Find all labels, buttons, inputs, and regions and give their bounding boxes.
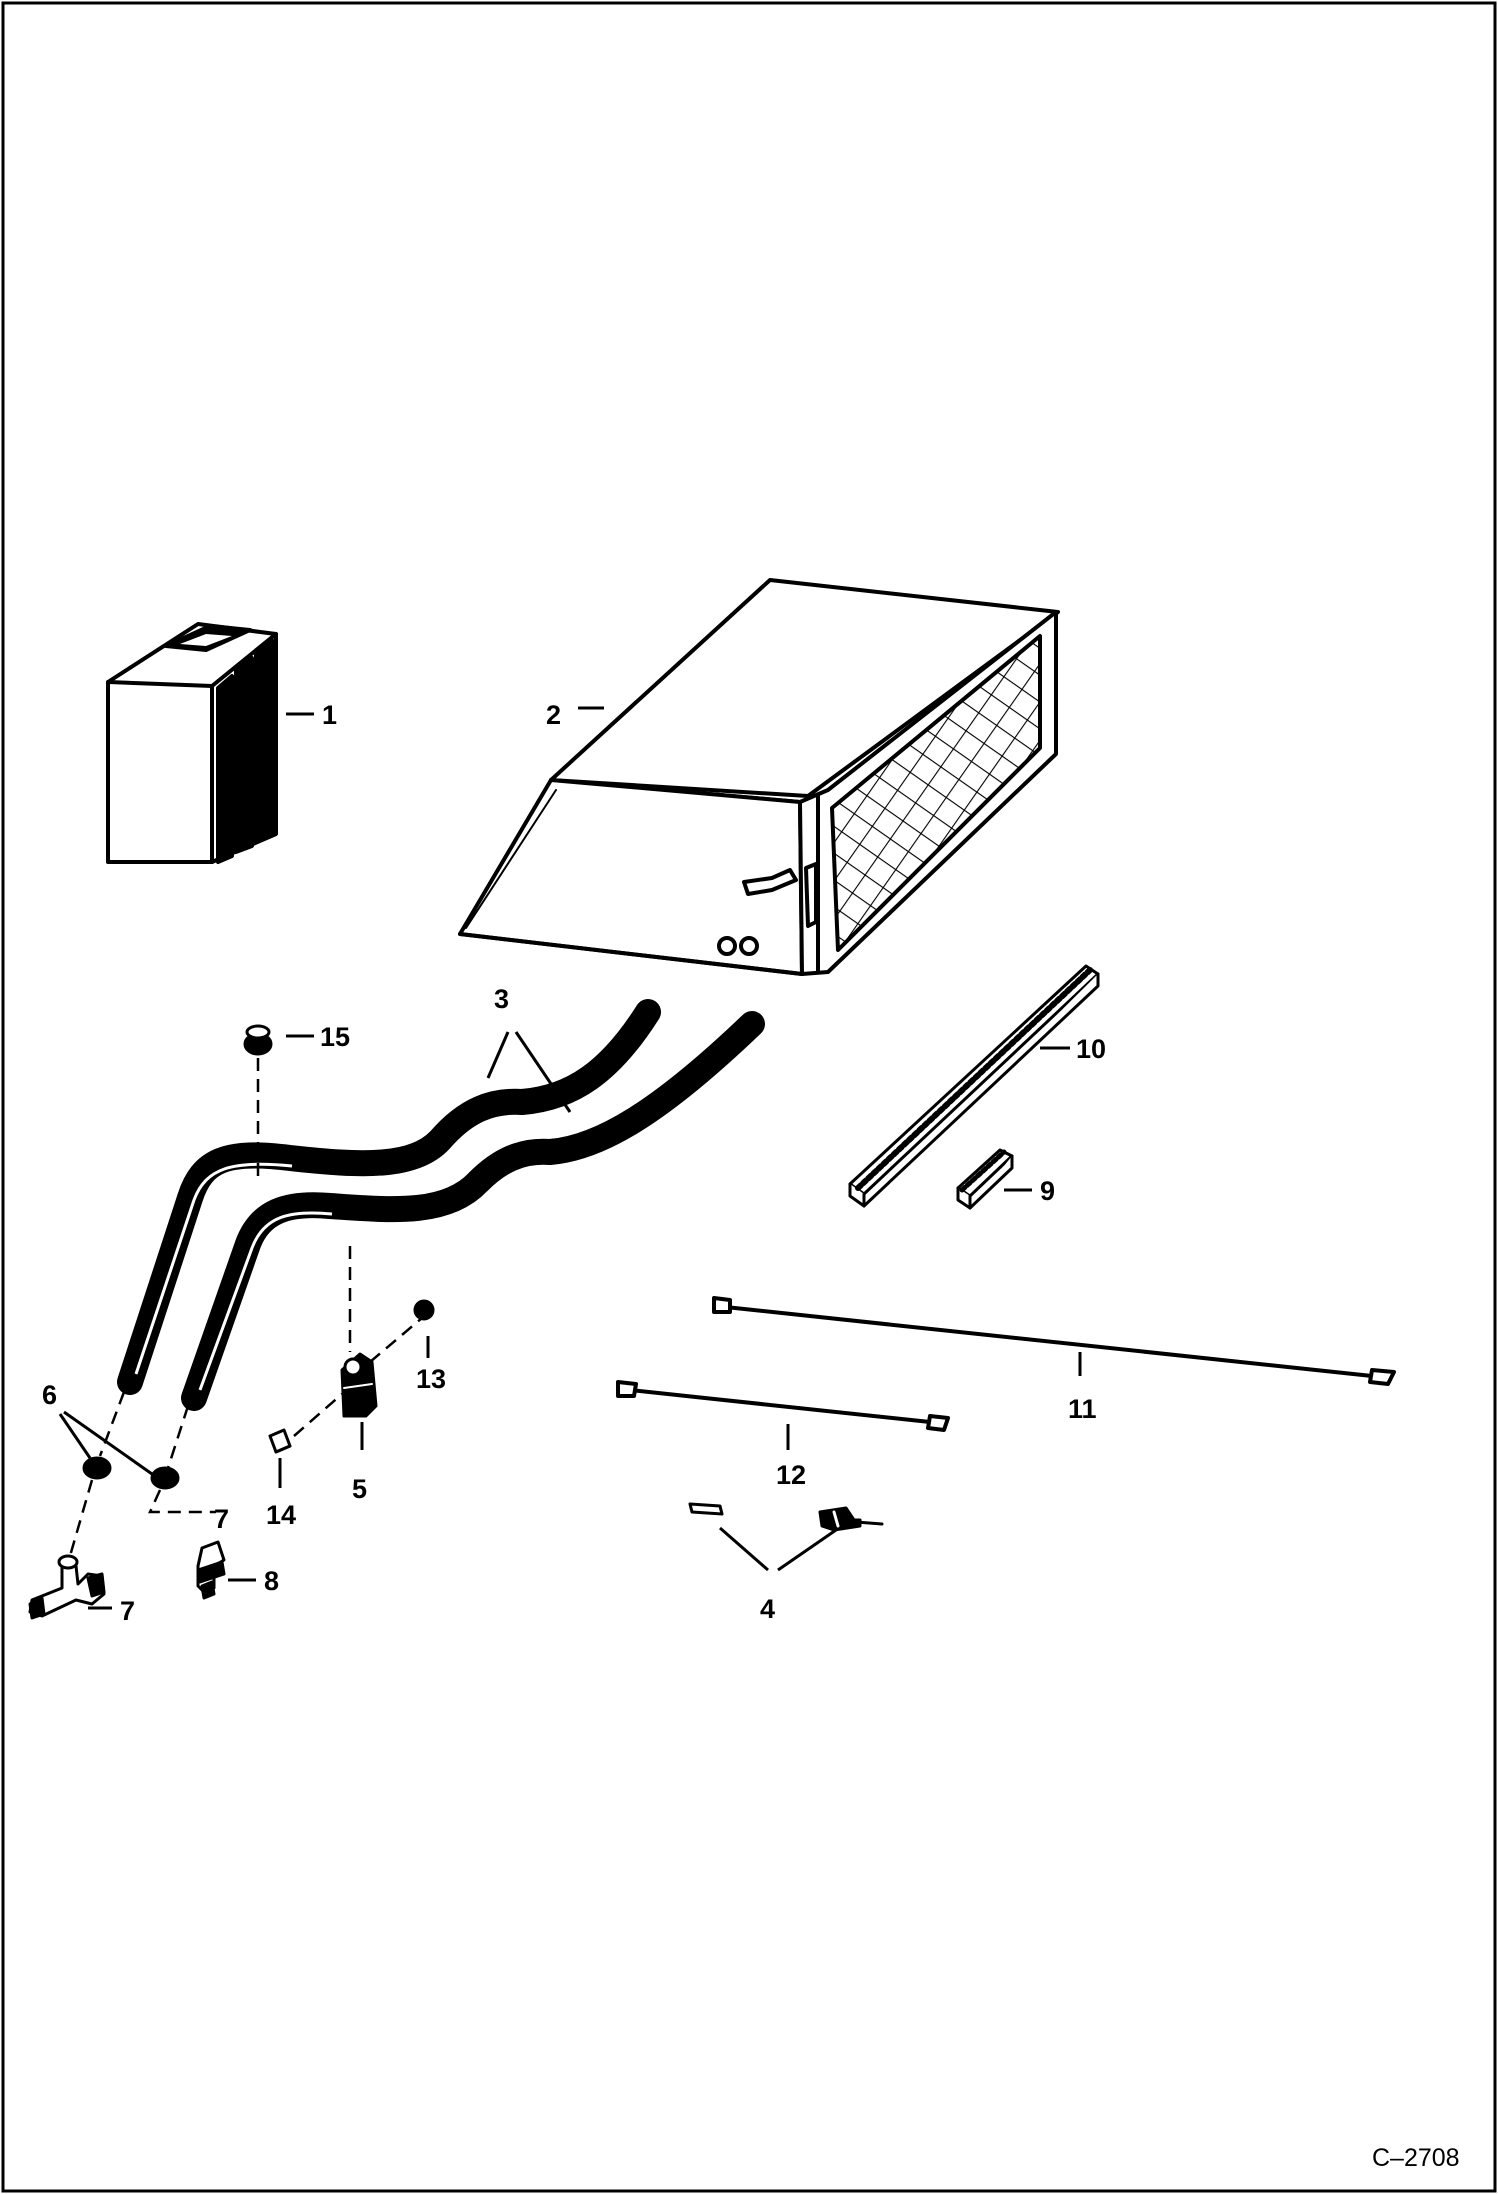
part-4-connectors bbox=[688, 1502, 884, 1532]
part-15-cap bbox=[243, 1024, 273, 1056]
assembly-lines bbox=[68, 1058, 423, 1557]
callout-4: 4 bbox=[760, 1594, 775, 1624]
callout-14: 14 bbox=[266, 1500, 296, 1530]
part-7-elbow-fitting bbox=[28, 1554, 106, 1620]
callout-7b: 7 bbox=[214, 1504, 229, 1534]
part-10-foam-strip bbox=[848, 964, 1100, 1208]
part-13-fitting bbox=[413, 1299, 435, 1321]
callout-7a: 7 bbox=[120, 1596, 135, 1626]
part-3-heater-hoses bbox=[117, 999, 765, 1411]
callout-labels: 1 2 3 4 5 6 7 7 8 9 10 11 12 13 14 15 bbox=[42, 700, 1106, 1626]
figure-code: C–2708 bbox=[1372, 2144, 1460, 2172]
callout-9: 9 bbox=[1040, 1176, 1055, 1206]
part-2-heater-housing bbox=[458, 578, 1060, 976]
callout-5: 5 bbox=[352, 1474, 367, 1504]
leader-lines bbox=[58, 706, 1082, 1610]
part-12-short-wire bbox=[616, 1380, 950, 1432]
callout-11: 11 bbox=[1068, 1394, 1097, 1424]
part-8-fitting bbox=[196, 1540, 226, 1600]
callout-1: 1 bbox=[322, 700, 337, 730]
callout-3: 3 bbox=[494, 984, 509, 1014]
part-14-fitting bbox=[268, 1428, 292, 1454]
callout-12: 12 bbox=[776, 1460, 806, 1490]
callout-6: 6 bbox=[42, 1380, 57, 1410]
part-1-heater-core bbox=[106, 622, 278, 864]
part-6-hose-clamps bbox=[82, 1456, 180, 1490]
callout-2: 2 bbox=[546, 700, 561, 730]
callout-8: 8 bbox=[264, 1566, 279, 1596]
callout-15: 15 bbox=[320, 1022, 350, 1052]
callout-13: 13 bbox=[416, 1364, 446, 1394]
part-9-foam-piece bbox=[956, 1148, 1014, 1210]
part-5-valve bbox=[340, 1352, 378, 1418]
callout-10: 10 bbox=[1076, 1034, 1106, 1064]
part-11-long-wire bbox=[712, 1296, 1396, 1386]
